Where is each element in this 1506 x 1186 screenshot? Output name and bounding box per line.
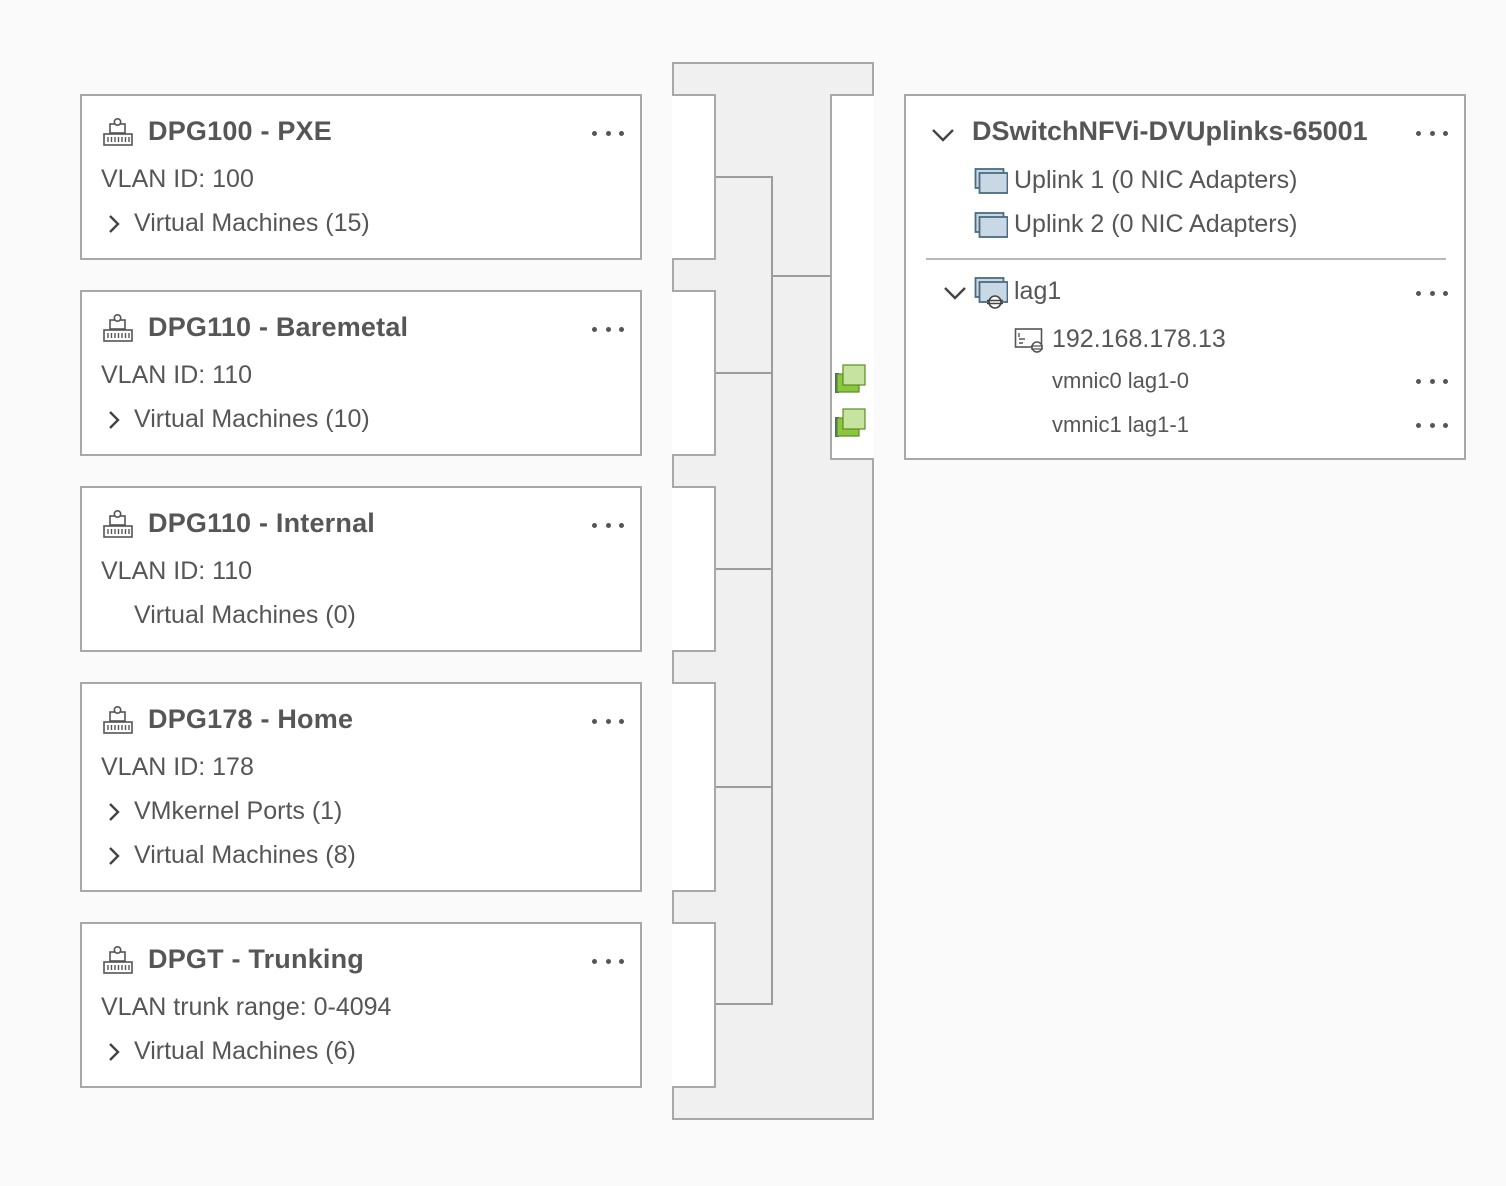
port-group-title[interactable]: DPGT - Trunking: [148, 944, 364, 974]
virtual-machines-label: Virtual Machines (6): [134, 1037, 356, 1065]
vlan-id: VLAN ID: 178: [101, 753, 254, 781]
port-group-port: [672, 922, 716, 1088]
virtual-machines-label: Virtual Machines (15): [134, 209, 370, 237]
more-actions-icon[interactable]: [1412, 373, 1452, 389]
virtual-machines-toggle[interactable]: Virtual Machines (15): [102, 209, 370, 238]
port-group-card: DPGT - Trunking VLAN trunk range: 0-4094…: [80, 922, 642, 1088]
port-group-title[interactable]: DPG110 - Baremetal: [148, 312, 409, 342]
vlan-trunk-range: VLAN trunk range: 0-4094: [101, 993, 392, 1021]
lag-nic-mapping[interactable]: vmnic0 lag1-0: [1052, 368, 1189, 393]
connection-line: [716, 786, 773, 788]
port-group-port: [672, 486, 716, 652]
port-group-card: DPG110 - Internal VLAN ID: 110 Virtual M…: [80, 486, 642, 652]
port-group-header: DPG110 - Baremetal: [102, 312, 408, 343]
more-actions-icon[interactable]: [588, 713, 628, 729]
connection-line: [716, 176, 773, 178]
uplink-icon: [974, 167, 1008, 194]
port-group-title[interactable]: DPG110 - Internal: [148, 508, 375, 538]
physical-nic-icon[interactable]: [834, 362, 868, 396]
connection-line: [716, 372, 773, 374]
port-group-icon: [103, 313, 133, 342]
uplink-label: Uplink 1 (0 NIC Adapters): [1014, 166, 1298, 194]
port-group-title[interactable]: DPG100 - PXE: [148, 116, 332, 146]
port-group-icon: [103, 705, 133, 734]
virtual-machines-label: Virtual Machines (0): [134, 601, 356, 629]
uplink-icon: [974, 211, 1008, 238]
vmkernel-ports-toggle[interactable]: VMkernel Ports (1): [102, 797, 342, 826]
host-ip: 192.168.178.13: [1052, 325, 1226, 353]
more-actions-icon[interactable]: [1412, 285, 1452, 301]
lag-nic-mapping[interactable]: vmnic1 lag1-1: [1052, 412, 1189, 437]
port-group-card: DPG110 - Baremetal VLAN ID: 110 Virtual …: [80, 290, 642, 456]
connection-line: [716, 568, 773, 570]
chevron-right-icon[interactable]: [102, 212, 126, 236]
virtual-machines-label: Virtual Machines (10): [134, 405, 370, 433]
uplink-port: [830, 94, 874, 460]
uplinks-card: DSwitchNFVi-DVUplinks-65001 Uplink 1 (0 …: [904, 94, 1466, 460]
port-group-card: DPG178 - Home VLAN ID: 178 VMkernel Port…: [80, 682, 642, 892]
port-group-icon: [103, 945, 133, 974]
virtual-machines-label: Virtual Machines (8): [134, 841, 356, 869]
chevron-right-icon[interactable]: [102, 408, 126, 432]
virtual-machines-toggle[interactable]: Virtual Machines (6): [102, 1037, 356, 1066]
port-group-header: DPG178 - Home: [102, 704, 353, 735]
vlan-id: VLAN ID: 110: [101, 361, 253, 389]
vmkernel-ports-label: VMkernel Ports (1): [134, 797, 343, 825]
port-group-icon: [103, 509, 133, 538]
virtual-machines-row: Virtual Machines (0): [102, 601, 356, 630]
virtual-machines-toggle[interactable]: Virtual Machines (8): [102, 841, 356, 870]
chevron-right-icon[interactable]: [102, 800, 126, 824]
virtual-machines-toggle[interactable]: Virtual Machines (10): [102, 405, 370, 434]
uplinks-title[interactable]: DSwitchNFVi-DVUplinks-65001: [972, 116, 1368, 146]
chevron-down-icon[interactable]: [942, 280, 968, 306]
port-group-port: [672, 682, 716, 892]
lag-name[interactable]: lag1: [1014, 277, 1062, 305]
port-group-header: DPG100 - PXE: [102, 116, 332, 147]
more-actions-icon[interactable]: [1412, 417, 1452, 433]
divider: [926, 258, 1446, 260]
port-group-icon: [103, 117, 133, 146]
more-actions-icon[interactable]: [588, 125, 628, 141]
lag-icon: [974, 277, 1008, 309]
host-icon: [1014, 327, 1043, 353]
chevron-right-icon[interactable]: [102, 1040, 126, 1064]
port-group-header: DPG110 - Internal: [102, 508, 375, 539]
more-actions-icon[interactable]: [588, 953, 628, 969]
connection-line: [716, 1003, 773, 1005]
chevron-down-icon[interactable]: [930, 122, 956, 148]
port-group-port: [672, 290, 716, 456]
port-group-port: [672, 94, 716, 260]
more-actions-icon[interactable]: [588, 321, 628, 337]
connection-line: [771, 176, 773, 1005]
uplink-label: Uplink 2 (0 NIC Adapters): [1014, 210, 1298, 238]
uplink-item[interactable]: Uplink 1 (0 NIC Adapters): [974, 166, 1297, 195]
more-actions-icon[interactable]: [1412, 125, 1452, 141]
port-group-title[interactable]: DPG178 - Home: [148, 704, 354, 734]
port-group-card: DPG100 - PXE VLAN ID: 100 Virtual Machin…: [80, 94, 642, 260]
physical-nic-icon[interactable]: [834, 406, 868, 440]
uplink-item[interactable]: Uplink 2 (0 NIC Adapters): [974, 210, 1297, 239]
more-actions-icon[interactable]: [588, 517, 628, 533]
connection-line: [773, 275, 830, 277]
vlan-id: VLAN ID: 100: [101, 165, 254, 193]
host-row[interactable]: 192.168.178.13: [1014, 325, 1226, 354]
port-group-header: DPGT - Trunking: [102, 944, 364, 975]
vlan-id: VLAN ID: 110: [101, 557, 253, 585]
chevron-right-icon[interactable]: [102, 844, 126, 868]
